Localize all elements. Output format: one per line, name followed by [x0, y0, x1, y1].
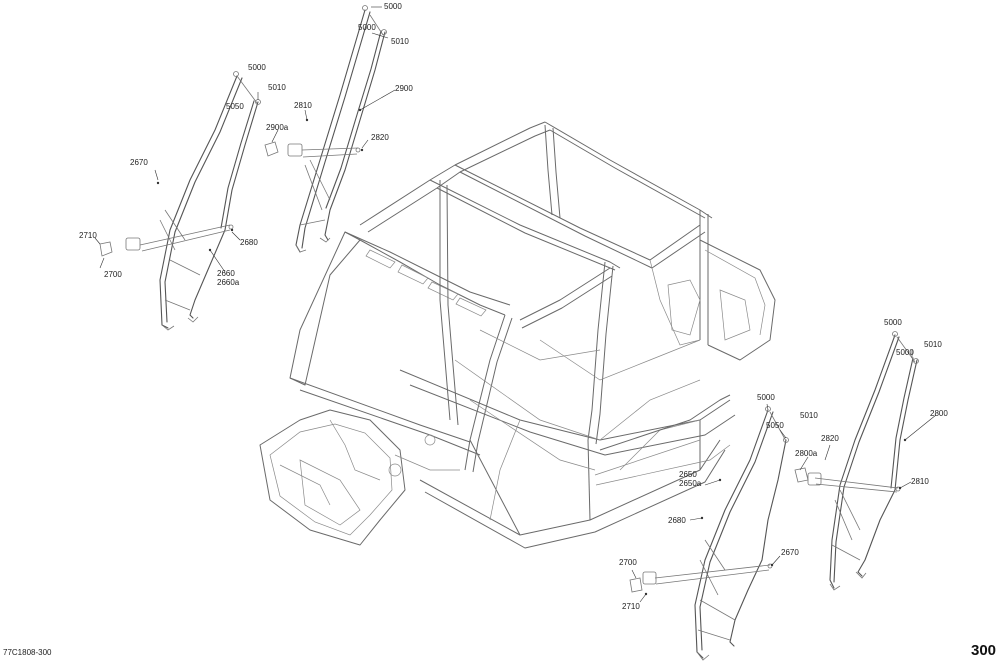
callout-2710: 2710 [79, 231, 97, 240]
door-assembly-2660 [99, 71, 261, 331]
callout-5000: 5000 [384, 2, 402, 11]
callout-2660a: 2660a [217, 278, 240, 287]
leader-lines [94, 6, 937, 603]
callout-2650a: 2650a [679, 479, 702, 488]
callout-2900a: 2900a [266, 123, 289, 132]
callout-5010: 5010 [800, 411, 818, 420]
callout-2670: 2670 [781, 548, 799, 557]
door-assembly-2650 [629, 406, 789, 661]
callout-5010: 5010 [391, 37, 409, 46]
callout-5010: 5010 [268, 83, 286, 92]
callout-2680: 2680 [240, 238, 258, 247]
figure-reference: 77C1808-300 [3, 648, 52, 657]
callout-2900: 2900 [395, 84, 413, 93]
callout-2710: 2710 [622, 602, 640, 611]
callout-5050: 5050 [766, 421, 784, 430]
door-assembly-2900 [264, 5, 387, 253]
callout-5000: 5000 [358, 23, 376, 32]
callout-2810: 2810 [911, 477, 929, 486]
callout-2700: 2700 [104, 270, 122, 279]
vehicle-frame [259, 121, 776, 549]
callout-5000: 5000 [757, 393, 775, 402]
callout-2820: 2820 [371, 133, 389, 142]
page-number: 300 [971, 642, 996, 659]
callout-labels: 5000 5000 5010 2900 2810 2900a 2820 5000… [79, 2, 948, 611]
callout-2810: 2810 [294, 101, 312, 110]
callout-5010: 5010 [924, 340, 942, 349]
callout-2670: 2670 [130, 158, 148, 167]
callout-5050: 5050 [226, 102, 244, 111]
callout-2800: 2800 [930, 409, 948, 418]
callout-2700: 2700 [619, 558, 637, 567]
callout-2680: 2680 [668, 516, 686, 525]
leader-dots [156, 108, 907, 596]
callout-2820: 2820 [821, 434, 839, 443]
callout-5000: 5000 [248, 63, 266, 72]
door-assembly-2800 [794, 331, 919, 591]
callout-5000: 5000 [896, 348, 914, 357]
callout-2800a: 2800a [795, 449, 818, 458]
callout-5000: 5000 [884, 318, 902, 327]
callout-2660: 2660 [217, 269, 235, 278]
callout-2650: 2650 [679, 470, 697, 479]
